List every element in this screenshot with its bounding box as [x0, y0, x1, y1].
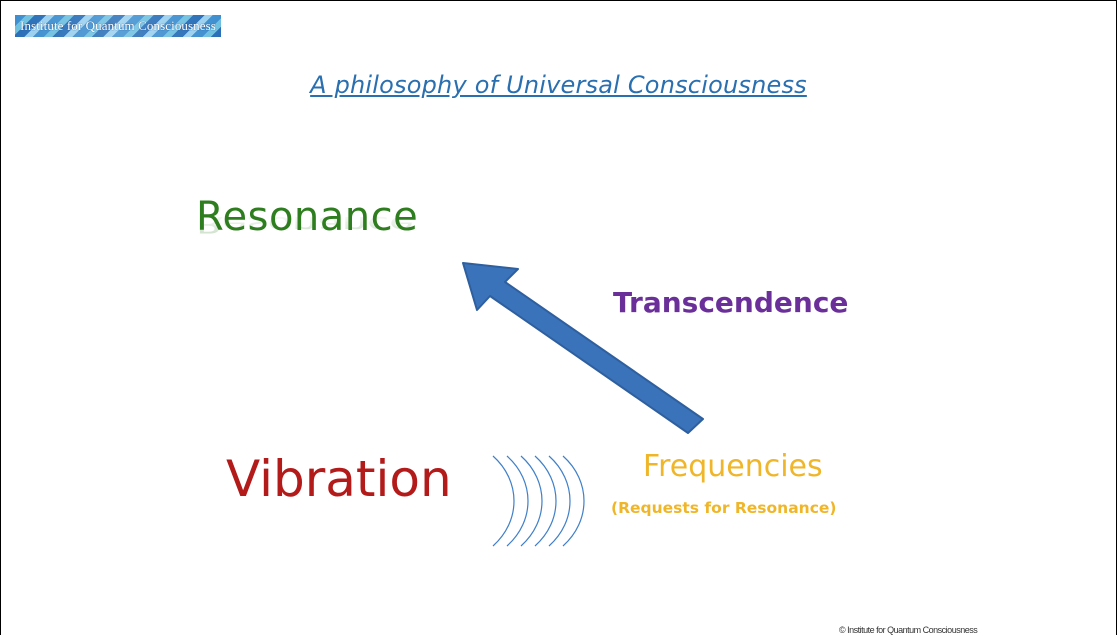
resonance-label: Resonance: [196, 194, 419, 240]
vibration-label: Vibration: [226, 450, 452, 508]
sound-waves-icon: [492, 455, 585, 547]
frequencies-label: Frequencies: [643, 449, 823, 484]
institute-logo: Institute for Quantum Consciousness: [15, 15, 221, 37]
transcendence-label: Transcendence: [613, 286, 849, 319]
arrow-up-left-icon: [462, 262, 704, 434]
slide-title: A philosophy of Universal Consciousness: [310, 71, 807, 99]
copyright-notice: © Institute for Quantum Consciousness: [839, 625, 978, 635]
frequencies-subtitle: (Requests for Resonance): [611, 499, 837, 517]
logo-text: Institute for Quantum Consciousness: [20, 18, 216, 33]
